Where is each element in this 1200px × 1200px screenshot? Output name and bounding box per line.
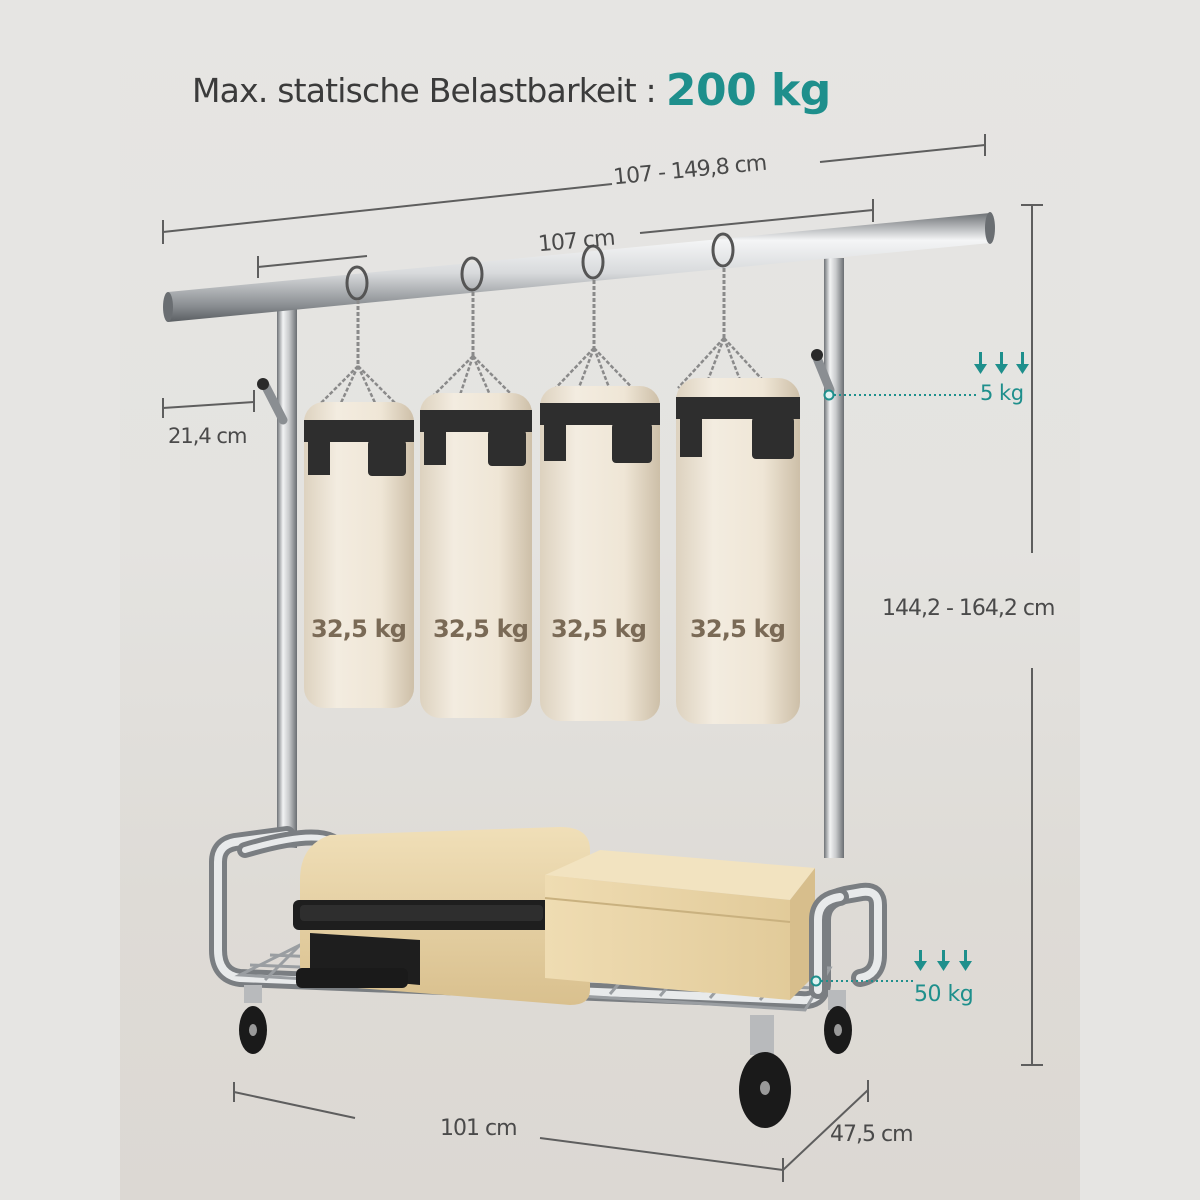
bag-weight-label: 32,5 kg <box>433 615 529 643</box>
side-hook-left <box>257 378 288 425</box>
arrow-down-icon <box>914 950 972 971</box>
dimension-hook-length: 21,4 cm <box>168 424 247 448</box>
dimension-depth: 47,5 cm <box>830 1122 914 1147</box>
title-label: Max. statische Belastbarkeit : <box>192 71 657 110</box>
caster-wheels <box>239 985 852 1128</box>
shelf-load-label: 50 kg <box>914 982 974 1007</box>
hook-load-label: 5 kg <box>980 381 1024 405</box>
shelf-load-callout <box>810 950 972 987</box>
hanging-rail <box>168 213 990 322</box>
bag-weight-label: 32,5 kg <box>311 615 407 643</box>
arrow-down-icon <box>974 352 1029 374</box>
left-upright <box>277 308 297 848</box>
suitcase <box>293 827 590 1005</box>
punching-bags <box>304 232 800 724</box>
hook-load-callout <box>823 352 1029 401</box>
max-load-value: 200 kg <box>665 65 831 116</box>
page-title: Max. statische Belastbarkeit :200 kg <box>192 62 831 116</box>
right-upright <box>824 258 844 858</box>
bag-weight-label: 32,5 kg <box>690 615 786 643</box>
dimension-lines <box>162 134 1043 1182</box>
dimension-base-width: 101 cm <box>440 1116 518 1141</box>
side-hook-right <box>811 349 835 395</box>
dimension-height: 144,2 - 164,2 cm <box>882 596 1055 621</box>
storage-box <box>544 850 815 1000</box>
bag-weight-label: 32,5 kg <box>551 615 647 643</box>
